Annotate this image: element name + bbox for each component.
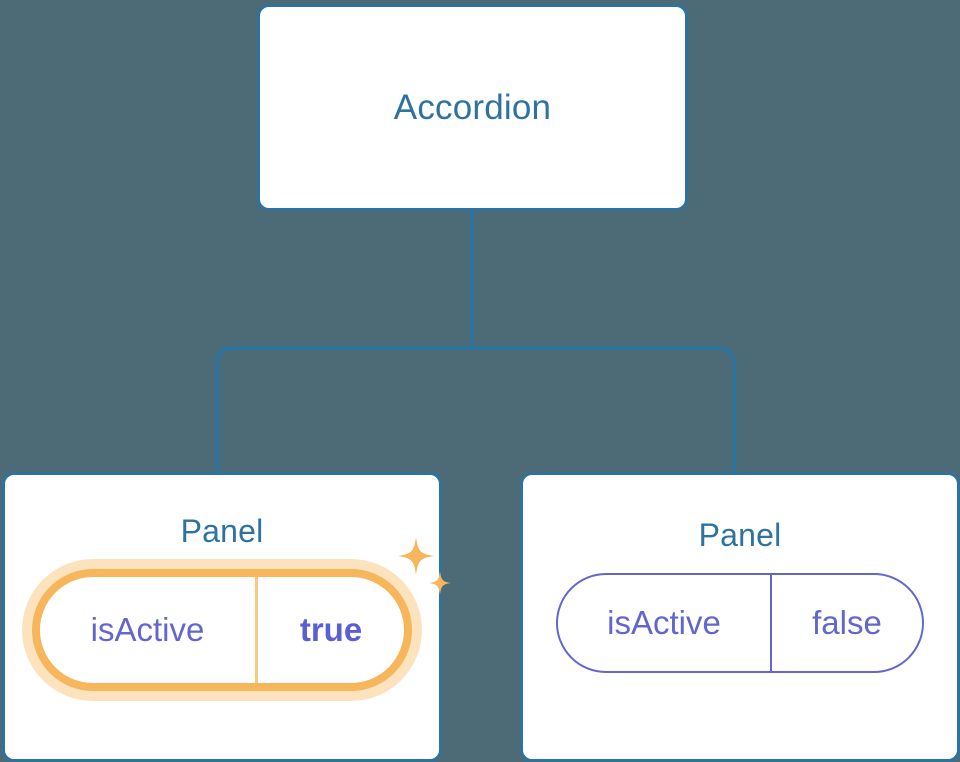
node-panel-inactive-label: Panel [698,517,782,553]
node-panel-active-label: Panel [180,513,264,549]
prop-pill-active[interactable]: isActive true [32,569,412,691]
diagram-canvas: Accordion Panel isActive true Panel isAc… [2,4,960,762]
prop-key-isactive: isActive [558,575,772,671]
prop-pill-inactive[interactable]: isActive false [556,573,924,673]
prop-pill-active-wrapper: isActive true [22,537,451,701]
prop-value-false: false [812,604,882,641]
node-panel-inactive[interactable]: Panel isActive false [520,472,960,762]
prop-pill-inactive-wrapper: isActive false [556,573,924,673]
prop-value-true: true [299,611,363,648]
connector-branch [215,346,736,474]
node-accordion-label: Accordion [393,88,552,127]
node-accordion[interactable]: Accordion [257,4,688,211]
sparkle-icon [429,571,451,595]
prop-key-isactive: isActive [40,577,258,683]
sparkle-icon [398,537,434,575]
node-panel-active[interactable]: Panel isActive true [2,472,451,762]
